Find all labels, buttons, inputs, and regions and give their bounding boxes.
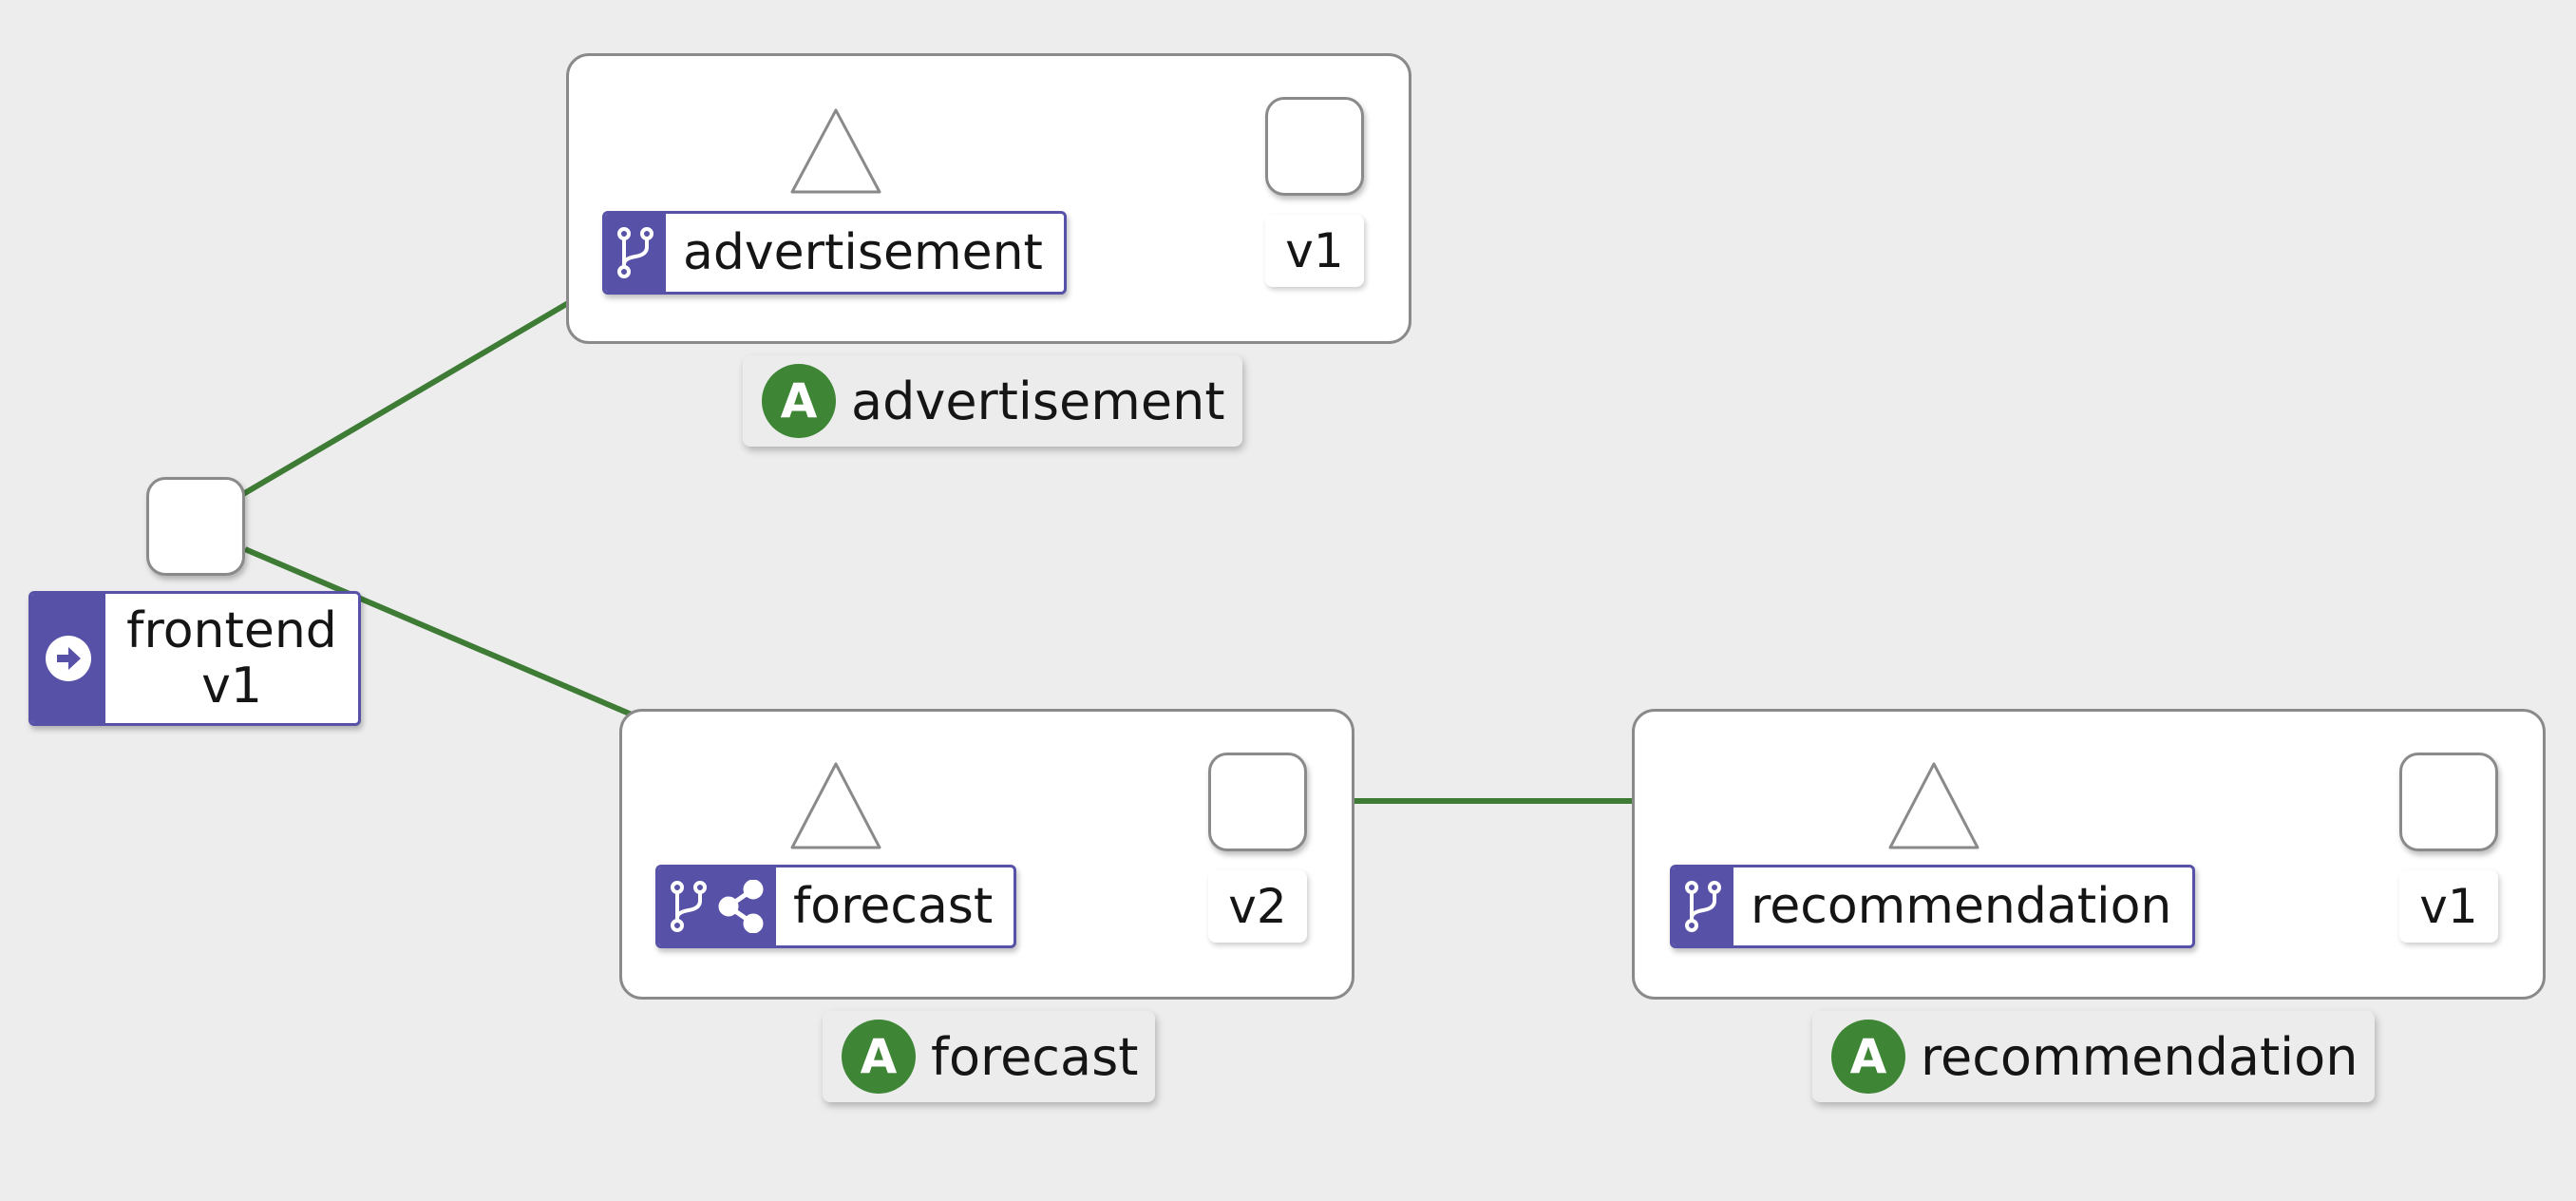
app-badge: A [1831, 1020, 1905, 1094]
frontend-name: frontend [126, 601, 337, 659]
workload-node-forecast-v2[interactable] [1208, 753, 1307, 851]
workload-node-recommendation-v1[interactable] [2399, 753, 2498, 851]
version-label-advertisement: v1 [1265, 215, 1364, 287]
app-name: recommendation [1921, 1026, 2358, 1087]
service-badge [605, 214, 666, 292]
service-name: recommendation [1751, 878, 2172, 935]
workload-node-frontend-v1[interactable] [146, 477, 245, 576]
service-name: forecast [793, 878, 994, 935]
branch-icon [1685, 881, 1721, 932]
frontend-text: frontend v1 [105, 594, 358, 723]
service-label-advertisement[interactable]: advertisement [602, 211, 1067, 295]
app-label-advertisement[interactable]: A advertisement [743, 355, 1242, 447]
branch-icon [671, 881, 707, 932]
app-badge: A [762, 364, 836, 438]
frontend-badge [31, 594, 105, 723]
app-badge: A [842, 1020, 916, 1094]
branch-icon [617, 227, 653, 278]
app-box-recommendation[interactable] [1632, 709, 2546, 1000]
app-label-recommendation[interactable]: A recommendation [1812, 1011, 2376, 1102]
arrow-right-circle-icon [46, 636, 91, 681]
service-badge [1673, 867, 1733, 945]
service-label-recommendation[interactable]: recommendation [1670, 865, 2196, 948]
app-name: advertisement [851, 371, 1225, 431]
service-badge [658, 867, 776, 945]
share-icon [718, 880, 764, 933]
version-label-recommendation: v1 [2399, 870, 2498, 943]
workload-node-advertisement-v1[interactable] [1265, 97, 1364, 196]
app-name: forecast [931, 1026, 1139, 1087]
frontend-version: v1 [201, 658, 262, 715]
version-label-forecast: v2 [1208, 870, 1307, 943]
app-label-forecast[interactable]: A forecast [823, 1011, 1156, 1102]
service-label-forecast[interactable]: forecast [655, 865, 1017, 948]
service-name: advertisement [683, 224, 1043, 281]
frontend-label[interactable]: frontend v1 [28, 591, 361, 726]
